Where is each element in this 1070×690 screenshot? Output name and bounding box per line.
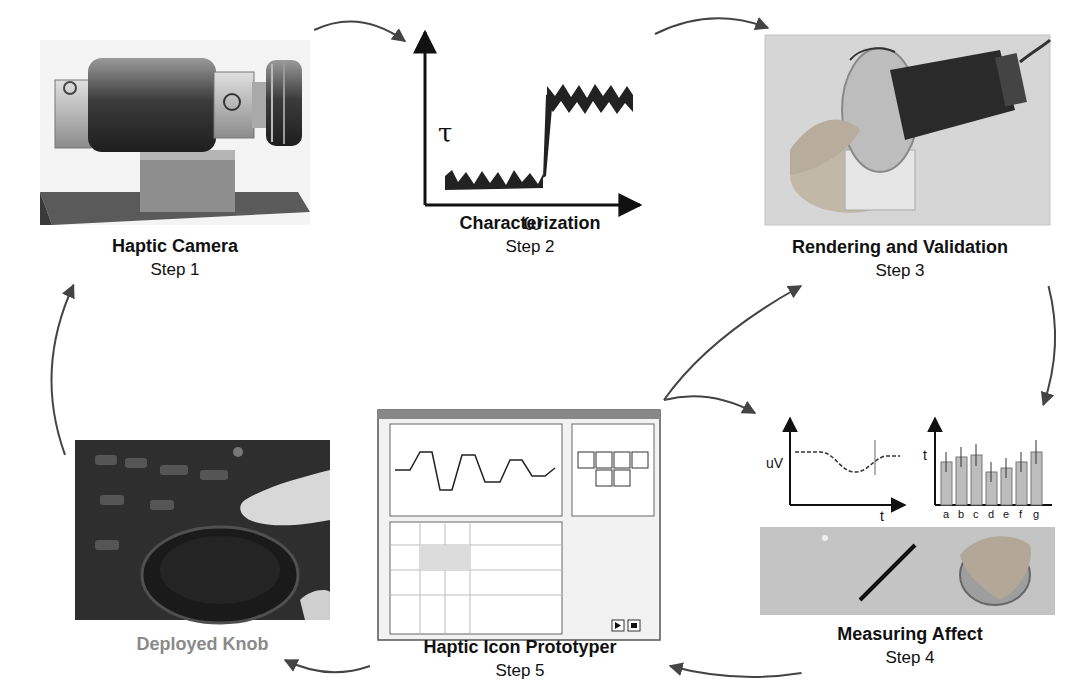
cycle-arrow: [655, 18, 768, 34]
step-number: Step 3: [875, 259, 924, 282]
bar-label: b: [958, 509, 964, 520]
axis-label: t: [880, 509, 884, 523]
cycle-arrow: [51, 285, 73, 455]
bar-label: a: [943, 509, 949, 520]
bar-label: d: [988, 509, 994, 520]
step-title: Haptic Icon Prototyper: [423, 636, 616, 659]
bar-label: f: [1019, 509, 1022, 520]
axis-label: uV: [766, 456, 783, 470]
axis-label: τ: [438, 120, 452, 146]
step-title: Haptic Camera: [112, 235, 238, 258]
torque-velocity-plot: [425, 32, 640, 205]
bar-label: c: [973, 509, 979, 520]
cycle-arrow: [314, 22, 405, 42]
prototyper-screenshot: [378, 410, 660, 640]
cycle-arrow: [664, 396, 755, 413]
step-number: Step 2: [505, 235, 554, 258]
step-title: Rendering and Validation: [792, 236, 1008, 259]
measuring-affect-figure: [760, 418, 1055, 615]
step-panel: Measuring AffectStep 4: [755, 405, 1065, 673]
cycle-arrow: [664, 286, 801, 400]
step-panel: Haptic CameraStep 1: [30, 30, 320, 285]
step-title: Deployed Knob: [136, 633, 268, 656]
step-number: Step 5: [495, 659, 544, 682]
step-number: Step 1: [150, 258, 199, 281]
step-panel: Deployed Knob: [65, 432, 340, 660]
axis-label: t: [923, 448, 927, 462]
step-panel: Rendering and ValidationStep 3: [735, 28, 1065, 286]
axis-label: ω: [523, 210, 543, 234]
cycle-arrow: [285, 660, 370, 672]
rendering-photo: [765, 35, 1050, 225]
deployed-knob-photo: [75, 440, 330, 623]
cycle-arrow: [670, 666, 802, 677]
step-panel: Haptic Icon PrototyperStep 5: [370, 400, 670, 686]
bar-label: g: [1033, 509, 1039, 520]
bar-label: e: [1003, 509, 1009, 520]
step-title: Measuring Affect: [837, 623, 982, 646]
step-number: Step 4: [885, 646, 934, 669]
haptic-camera-render: [40, 40, 310, 225]
cycle-arrow: [1043, 286, 1055, 405]
